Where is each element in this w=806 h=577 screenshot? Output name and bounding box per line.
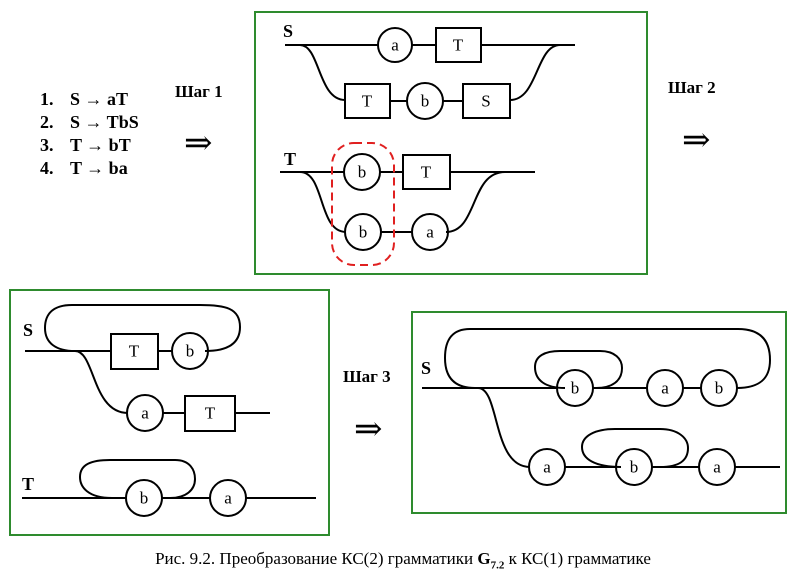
- p1t-label-T: T: [421, 163, 432, 182]
- p1s-label-S: S: [481, 92, 490, 111]
- panel1-t-diagram: [280, 171, 535, 233]
- p3s-node-b2: [700, 369, 738, 407]
- p3s-label-a3: a: [713, 458, 721, 477]
- p2-s-name: S: [23, 320, 33, 340]
- p3s-node-b3: [615, 448, 653, 486]
- p2s-node-a: [126, 394, 164, 432]
- p3s-label-b3: b: [630, 458, 639, 477]
- p1s-node-T: [435, 27, 482, 63]
- panel2-t-diagram: [22, 459, 316, 499]
- rule-4: 4.T → ba: [40, 158, 128, 178]
- p2s-label-T2: T: [205, 404, 216, 423]
- p1s-label-a: a: [391, 36, 399, 55]
- p2t-label-a: a: [224, 489, 232, 508]
- p3s-label-a: a: [661, 379, 669, 398]
- panel1-s-diagram: [285, 44, 575, 102]
- p1t-label-b: b: [358, 163, 367, 182]
- p1t-label-b2: b: [359, 223, 368, 242]
- p3-s-name: S: [421, 358, 431, 378]
- p2-t-name: T: [22, 474, 34, 494]
- p1s-label-b: b: [421, 92, 430, 111]
- step-2-label: Шаг 2: [668, 78, 716, 97]
- p2s-node-T: [110, 333, 159, 370]
- rule-2: 2.S → TbS: [40, 112, 139, 132]
- p1s-label-T: T: [453, 36, 464, 55]
- p2s-label-a: a: [141, 404, 149, 423]
- arrow-step-1: ⇒: [184, 125, 213, 162]
- p1s-node-a: [377, 27, 413, 63]
- p3s-node-a: [646, 369, 684, 407]
- panel3-s-diagram: [422, 328, 780, 468]
- rule-1: 1.S → aT: [40, 89, 129, 109]
- common-prefix-highlight: [331, 142, 395, 266]
- rule-3: 3.T → bT: [40, 135, 131, 155]
- arrow-step-3: ⇒: [354, 411, 383, 448]
- p3s-node-b: [556, 369, 594, 407]
- p1t-label-a: a: [426, 223, 434, 242]
- figure-caption: Рис. 9.2. Преобразование КС(2) грамматик…: [155, 549, 651, 572]
- p2s-node-b: [171, 332, 209, 370]
- p2t-node-a: [209, 479, 247, 517]
- p2s-label-T: T: [129, 342, 140, 361]
- p2t-label-b: b: [140, 489, 149, 508]
- p2s-node-T2: [184, 395, 236, 432]
- p1s-node-T2: [344, 83, 391, 119]
- grammar-rules: 1.S → aT 2.S → TbS 3.T → bT 4.T → ba: [40, 88, 139, 180]
- p3s-label-b2: b: [715, 379, 724, 398]
- p1t-node-T: [402, 154, 451, 190]
- p1t-node-a: [411, 213, 449, 251]
- panel-step-3: [411, 311, 787, 514]
- p3s-node-a3: [698, 448, 736, 486]
- p1t-node-b: [343, 153, 381, 191]
- step-1-label: Шаг 1: [175, 82, 223, 101]
- p2s-label-b: b: [186, 342, 195, 361]
- p3s-label-b: b: [571, 379, 580, 398]
- p2t-node-b: [125, 479, 163, 517]
- p3s-label-a2: a: [543, 458, 551, 477]
- panel-step-1: [254, 11, 648, 275]
- p1-s-name: S: [283, 21, 293, 41]
- step-3-label: Шаг 3: [343, 367, 391, 386]
- panel-step-2: [9, 289, 330, 536]
- p1s-node-b: [406, 82, 444, 120]
- panel2-s-diagram: [25, 304, 270, 414]
- arrow-step-2: ⇒: [682, 122, 711, 159]
- p3s-node-a2: [528, 448, 566, 486]
- p1-t-name: T: [284, 149, 296, 169]
- p1s-node-S: [462, 83, 511, 119]
- p1s-label-T2: T: [362, 92, 373, 111]
- p1t-node-b2: [344, 213, 382, 251]
